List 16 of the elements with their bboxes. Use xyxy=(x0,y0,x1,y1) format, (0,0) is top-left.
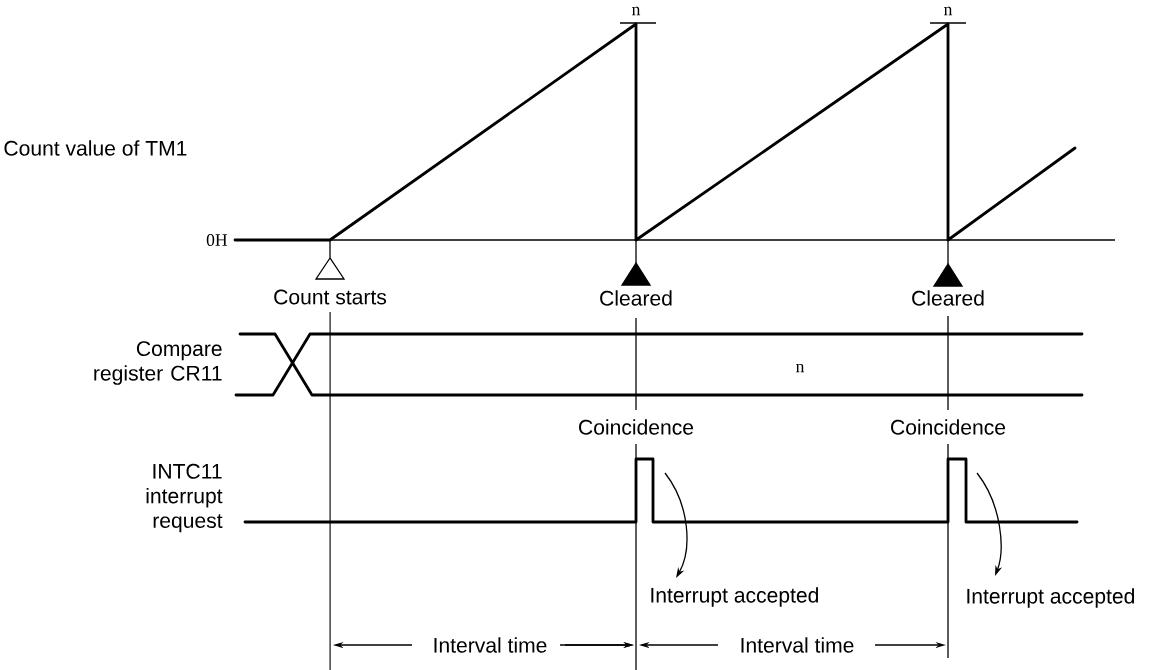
value-label: n xyxy=(944,6,953,16)
event-label: Coincidence xyxy=(891,419,1006,435)
signal-label: Compare register CR11 xyxy=(94,341,222,385)
dimension-label: Interval time xyxy=(434,637,547,653)
event-label: Cleared xyxy=(600,290,672,306)
dimension-label: Interval time xyxy=(741,637,854,653)
value-label: n xyxy=(632,6,641,16)
event-label: Interrupt accepted xyxy=(651,587,818,607)
event-label: Count starts xyxy=(274,289,387,305)
signal-label: Count value of TM1 xyxy=(4,140,187,156)
value-label: n xyxy=(796,363,805,373)
event-label: Coincidence xyxy=(579,419,694,435)
signal-label: INTC11 interrupt request xyxy=(146,463,223,533)
event-label: Cleared xyxy=(912,290,984,306)
event-label: Interrupt accepted xyxy=(967,588,1134,608)
value-label: 0H xyxy=(206,234,228,246)
